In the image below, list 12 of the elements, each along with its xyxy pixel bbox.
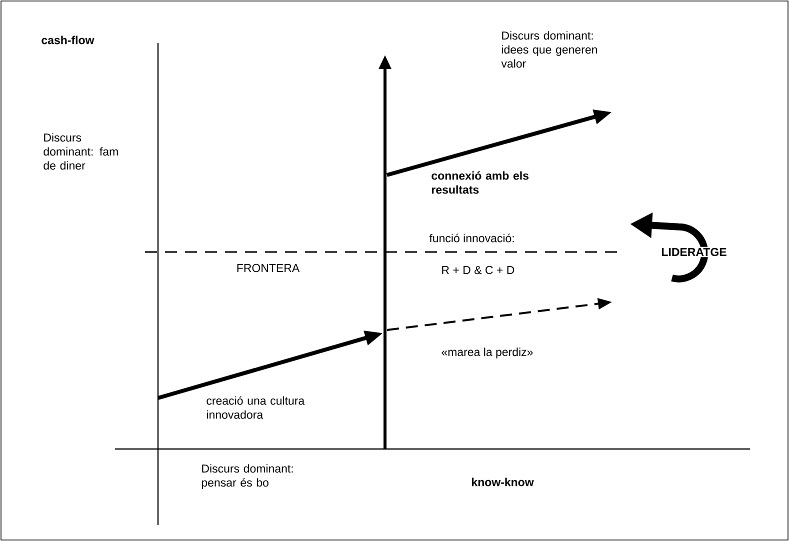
text-label: cash-flow xyxy=(42,36,94,44)
text-label: R + D & C + D xyxy=(442,266,514,274)
text-label: connexió amb els resultats xyxy=(432,171,529,194)
text-label: know-know xyxy=(472,478,534,486)
text-label: Discurs dominant: pensar és bo xyxy=(202,464,293,489)
text-label: funció innovació: xyxy=(429,234,514,242)
text-label: Discurs dominant: idees que generen valor xyxy=(501,31,597,68)
text-label: FRONTERA xyxy=(237,264,300,272)
text-label: Discurs dominant: fam de diner xyxy=(44,133,118,170)
text-label: «marea la perdiz» xyxy=(442,348,533,358)
text-label: creació una cultura innovadora xyxy=(206,396,305,419)
text-label: LIDERATGE xyxy=(660,246,728,258)
